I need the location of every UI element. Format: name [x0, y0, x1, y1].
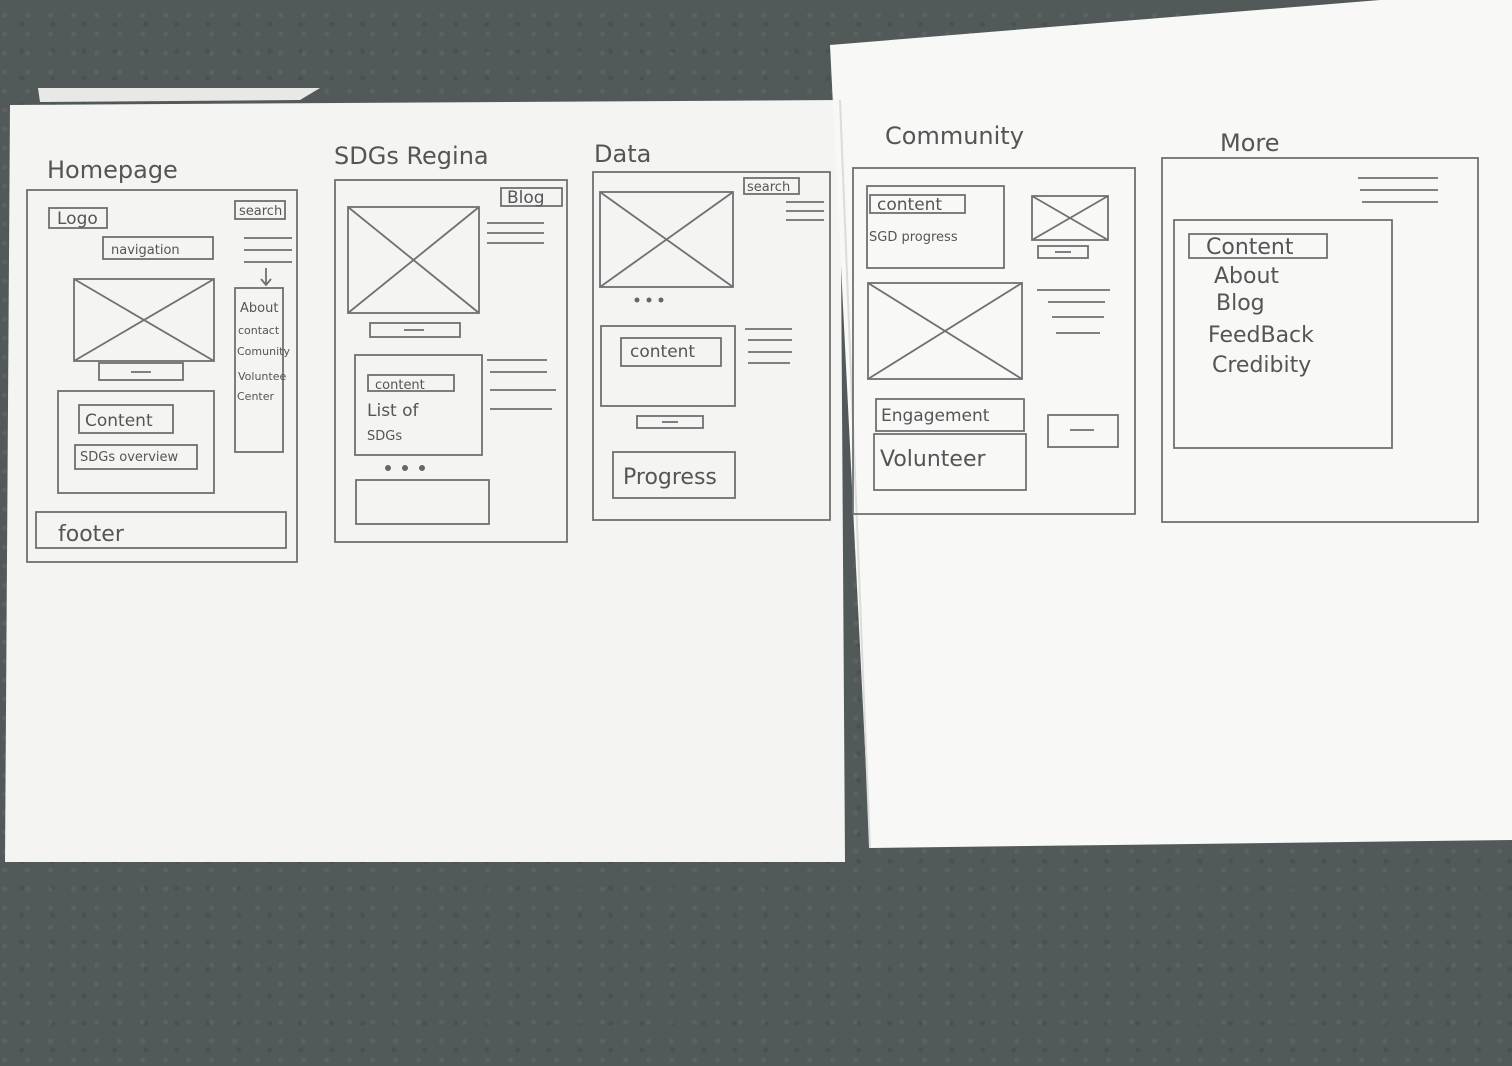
search-label: search: [747, 180, 790, 195]
navigation-label: navigation: [111, 243, 180, 258]
engagement-box: [875, 398, 1025, 432]
content-section: [354, 354, 483, 456]
volunteer-box: [873, 433, 1027, 491]
data-title: Data: [594, 140, 651, 168]
button-placeholder: [98, 362, 184, 381]
content-label-box: [78, 404, 174, 434]
footer-box: [35, 511, 287, 549]
blog-box: [500, 187, 563, 207]
progress-box: [612, 451, 736, 499]
content-section: [866, 185, 1005, 269]
sdgs-overview-label: SDGs overview: [80, 450, 179, 465]
homepage-title: Homepage: [47, 156, 178, 184]
search-box: [234, 200, 286, 220]
sdgs-region-frame: [334, 179, 568, 543]
more-title: More: [1220, 129, 1280, 157]
homepage-frame: [26, 189, 298, 563]
logo-box: [48, 207, 108, 229]
side-menu-box: [234, 287, 284, 453]
community-title: Community: [885, 122, 1024, 150]
more-frame: [1161, 157, 1479, 523]
menu-item-blog: Blog: [1216, 291, 1265, 316]
menu-item-credibity: Credibity: [1212, 353, 1311, 378]
data-wireframe: Data search content: [592, 140, 831, 521]
text-lines-icon: [487, 359, 556, 410]
list-of-sdgs-line1: List of: [367, 401, 420, 421]
more-wireframe: More Content About Blog FeedBack Credibi…: [1161, 129, 1479, 523]
text-lines-icon: [487, 222, 544, 244]
homepage-wireframe: Homepage Logo search navigation About co…: [26, 156, 298, 563]
arrow-down-icon: [260, 268, 272, 287]
button-placeholder: [369, 322, 461, 338]
paper-fold: [839, 99, 871, 849]
content-label: content: [630, 342, 695, 362]
button-placeholder: [1037, 245, 1089, 259]
ellipsis-icon: [385, 465, 425, 471]
image-placeholder-icon: [73, 278, 215, 362]
sgd-progress-label: SGD progress: [869, 230, 958, 245]
content-label: content: [375, 378, 425, 393]
volunteer-label: Volunteer: [880, 447, 986, 472]
menu-item-community: Comunity: [237, 345, 290, 358]
paper-left: [5, 100, 845, 862]
engagement-label: Engagement: [881, 406, 990, 426]
content-label-box: [1188, 233, 1328, 259]
sdgs-overview-box: [74, 444, 198, 470]
button-placeholder: [1047, 414, 1119, 448]
bottom-placeholder-box: [355, 479, 490, 525]
search-box: [743, 177, 800, 195]
menu-item-volunteer: Voluntee: [238, 370, 286, 383]
sdgs-region-wireframe: SDGs Regina Blog content List of SDGs: [334, 142, 568, 543]
community-wireframe: Community content SGD progress Engagemen…: [852, 122, 1136, 515]
text-lines-icon: [745, 328, 792, 364]
content-section: [57, 390, 215, 494]
text-lines-icon: [1037, 289, 1110, 334]
content-label: Content: [1206, 235, 1294, 260]
footer-label: footer: [58, 522, 125, 547]
data-frame: [592, 171, 831, 521]
more-menu-box: [1173, 219, 1393, 449]
image-placeholder-icon: [867, 282, 1023, 380]
sdgs-region-title: SDGs Regina: [334, 142, 489, 170]
image-placeholder-icon: [599, 191, 734, 288]
hamburger-icon: [786, 201, 824, 221]
search-label: search: [239, 204, 282, 219]
content-label-box: [869, 194, 966, 214]
community-frame: [852, 167, 1136, 515]
menu-item-center: Center: [237, 390, 275, 403]
content-label: Content: [85, 411, 153, 431]
paper-back-edge: [38, 88, 320, 102]
menu-item-about: About: [240, 301, 278, 316]
progress-label: Progress: [623, 465, 717, 490]
button-placeholder: [636, 415, 704, 429]
ellipsis-icon: [634, 297, 664, 303]
list-of-sdgs-line2: SDGs: [367, 429, 402, 444]
menu-item-contact: contact: [238, 324, 280, 337]
content-label: content: [877, 195, 942, 215]
content-label-box: [367, 374, 455, 392]
image-placeholder-icon: [347, 206, 480, 314]
paper-right: [830, 0, 1512, 848]
menu-item-feedback: FeedBack: [1208, 323, 1314, 348]
blog-label: Blog: [507, 188, 545, 208]
navigation-box: [102, 236, 214, 260]
hamburger-icon: [244, 237, 292, 263]
logo-label: Logo: [57, 209, 98, 229]
content-label-box: [620, 337, 722, 367]
content-section: [600, 325, 736, 407]
image-placeholder-icon: [1031, 195, 1109, 241]
hamburger-icon: [1358, 177, 1438, 203]
menu-item-about: About: [1214, 264, 1279, 289]
